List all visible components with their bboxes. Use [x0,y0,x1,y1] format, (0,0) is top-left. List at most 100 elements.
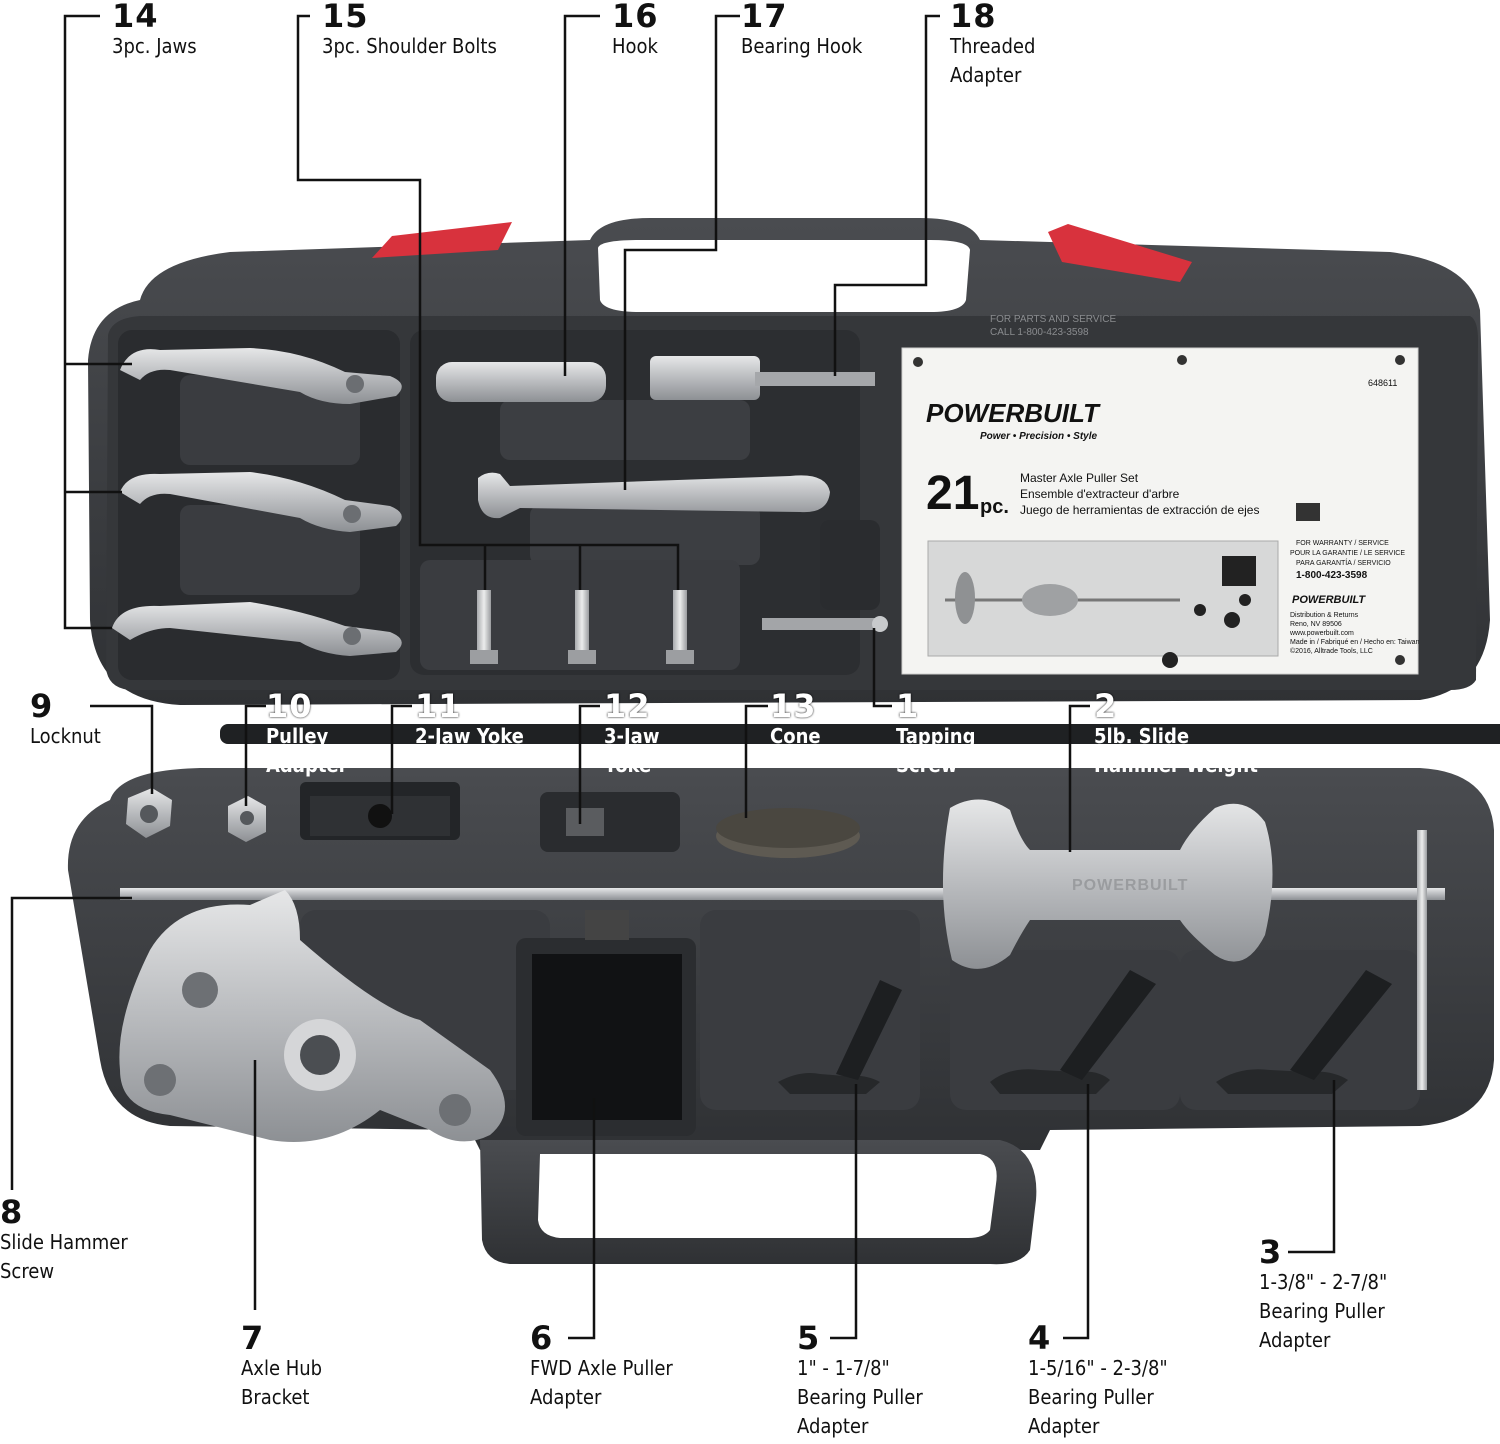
callout-name: 1-5/16" - 2-3/8" Bearing Puller Adapter [1028,1356,1168,1438]
piece-count: 21 [926,467,980,520]
latch-right[interactable] [1048,224,1192,282]
callout-number: 18 [950,0,997,35]
slide-hammer-weight[interactable] [942,799,1273,969]
two-jaw-yoke[interactable] [310,796,450,836]
callout-number: 8 [0,1193,24,1231]
shoulder-bolt-2[interactable] [575,590,589,658]
callout-number: 1 [896,687,920,725]
callout-11: 11 2-Jaw Yoke [415,690,524,751]
warranty-label-fr: POUR LA GARANTIE / LE SERVICE [1290,550,1406,557]
part-number: 648611 [1368,378,1398,388]
case-call-number: CALL 1-800-423-3598 [990,327,1089,338]
embossed-brand-weight: POWERBUILT [1072,877,1189,894]
copyright-text: ©2016, Alltrade Tools, LLC [1290,648,1373,655]
axle-hub-bracket[interactable] [119,890,505,1142]
callout-number: 14 [112,0,159,35]
callout-5: 5 1" - 1-7/8" Bearing Puller Adapter [797,1322,923,1441]
bearing-puller-adapter-3[interactable] [1216,970,1392,1094]
callout-17: 17 Bearing Hook [741,0,862,61]
made-in-text: Made in / Fabriqué en / Hecho en: Taiwan [1290,639,1420,646]
callout-9: 9 Locknut [30,690,101,751]
callout-name: 2-Jaw Yoke [415,724,524,748]
callout-name: Slide Hammer Screw [0,1230,128,1283]
product-title-fr: Ensemble d'extracteur d'arbre [1020,487,1180,501]
callout-name: 3pc. Jaws [112,34,197,58]
callout-name: Bearing Hook [741,34,863,58]
callout-name: Tapping Screw [896,724,976,777]
callout-14: 14 3pc. Jaws [112,0,197,61]
callout-number: 4 [1028,1319,1052,1357]
callout-number: 5 [797,1319,821,1357]
bearing-puller-adapter-4[interactable] [990,970,1156,1094]
bearing-hook[interactable] [478,472,830,519]
fwd-axle-puller-adapter[interactable] [516,910,696,1136]
callout-10: 10 Pulley Adapter [266,690,348,780]
callout-18: 18 Threaded Adapter [950,0,1035,90]
jaw-2[interactable] [120,472,402,532]
three-jaw-yoke[interactable] [566,808,604,836]
callout-number: 6 [530,1319,554,1357]
callout-number: 9 [30,687,54,725]
callout-number: 13 [770,687,817,725]
product-title-es: Juego de herramientas de extracción de e… [1020,503,1260,517]
pulley-adapter[interactable] [228,796,266,842]
callout-name: 5lb. Slide Hammer Weight [1094,724,1258,777]
cone[interactable] [716,808,860,858]
callout-name: 3pc. Shoulder Bolts [322,34,497,58]
callout-name: Axle Hub Bracket [241,1356,323,1409]
location-text: Reno, NV 89506 [1290,621,1342,628]
callout-name: FWD Axle Puller Adapter [530,1356,673,1409]
shoulder-bolts [470,590,694,664]
product-title-en: Master Axle Puller Set [1020,471,1139,485]
callout-number: 10 [266,687,313,725]
case-parts-service: FOR PARTS AND SERVICE [990,314,1117,325]
jaw-1[interactable] [120,348,402,404]
callout-name: 3-Jaw Yoke [604,724,660,777]
callout-number: 3 [1259,1233,1283,1271]
distribution-text: Distribution & Returns [1290,612,1359,619]
callout-3: 3 1-3/8" - 2-7/8" Bearing Puller Adapter [1259,1236,1387,1355]
brand-logo: POWERBUILT [926,398,1099,428]
callout-name: Threaded Adapter [950,34,1036,87]
brand-tagline: Power • Precision • Style [980,431,1098,442]
leader-lines [10,14,1336,1340]
jaws-group [112,348,402,656]
callout-name: Cone [770,724,821,748]
callout-2: 2 5lb. Slide Hammer Weight [1094,690,1258,780]
shoulder-bolt-3[interactable] [673,590,687,658]
callout-number: 15 [322,0,369,35]
piece-count-suffix: pc. [980,496,1009,518]
callout-name: Pulley Adapter [266,724,348,777]
callout-number: 17 [741,0,788,35]
warranty-label: FOR WARRANTY / SERVICE [1296,540,1389,547]
callout-7: 7 Axle Hub Bracket [241,1322,322,1412]
jaw-3[interactable] [112,602,402,656]
lower-tools [119,788,1445,1142]
callout-1: 1 Tapping Screw [896,690,975,780]
hook-group [436,356,888,632]
warranty-phone: 1-800-423-3598 [1296,570,1368,581]
card-brand-small: POWERBUILT [1292,594,1366,606]
callout-name: Hook [612,34,658,58]
callout-number: 16 [612,0,659,35]
hinge-bar [220,724,1500,744]
callout-8: 8 Slide Hammer Screw [0,1196,128,1286]
callout-number: 12 [604,687,651,725]
callout-13: 13 Cone [770,690,821,751]
locknut[interactable] [126,788,172,838]
shoulder-bolt-1[interactable] [477,590,491,658]
t-handle[interactable] [1417,830,1427,1090]
callout-12: 12 3-Jaw Yoke [604,690,659,780]
callout-6: 6 FWD Axle Puller Adapter [530,1322,673,1412]
hook[interactable] [436,362,606,402]
callout-number: 2 [1094,687,1118,725]
tapping-screw[interactable] [762,618,878,630]
callout-16: 16 Hook [612,0,659,61]
threaded-adapter[interactable] [650,356,760,400]
callout-4: 4 1-5/16" - 2-3/8" Bearing Puller Adapte… [1028,1322,1168,1441]
latch-left[interactable] [372,222,512,258]
callout-15: 15 3pc. Shoulder Bolts [322,0,497,61]
bearing-puller-adapter-5[interactable] [778,980,902,1094]
